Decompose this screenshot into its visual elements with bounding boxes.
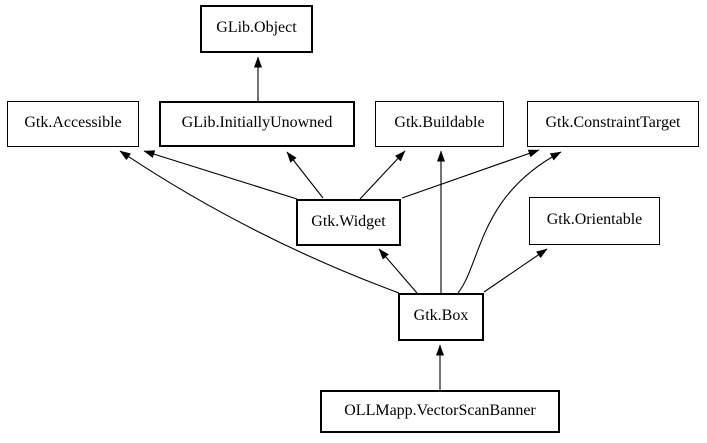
- edge-gtk-widget-to-gtk-constrainttarget: [401, 149, 540, 199]
- node-gtk-buildable: Gtk.Buildable: [375, 101, 504, 147]
- node-gtk-buildable-label: Gtk.Buildable: [394, 114, 485, 131]
- edges-group: [119, 56, 562, 390]
- edge-gtk-box-to-gtk-orientable: [483, 248, 548, 293]
- node-glib-initiallyunowned-label: GLib.InitiallyUnowned: [181, 114, 333, 131]
- node-glib-object-label: GLib.Object: [216, 19, 297, 36]
- node-gtk-constrainttarget: Gtk.ConstraintTarget: [527, 101, 699, 147]
- node-ollmapp-vectorscanbanner: OLLMapp.VectorScanBanner: [320, 390, 560, 433]
- node-gtk-orientable-label: Gtk.Orientable: [546, 211, 643, 228]
- node-gtk-widget-label: Gtk.Widget: [311, 212, 386, 230]
- edge-gtk-widget-to-gtk-buildable: [359, 150, 406, 200]
- edge-gtk-widget-to-gtk-accessible: [143, 150, 298, 200]
- node-gtk-widget: Gtk.Widget: [296, 199, 401, 246]
- edge-gtk-box-to-gtk-widget: [378, 248, 418, 294]
- edge-gtk-box-to-gtk-constrainttarget: [457, 151, 562, 294]
- node-glib-initiallyunowned: GLib.InitiallyUnowned: [159, 101, 355, 147]
- node-ollmapp-vectorscanbanner-label: OLLMapp.VectorScanBanner: [344, 401, 536, 419]
- node-gtk-accessible-label: Gtk.Accessible: [24, 114, 122, 131]
- edge-gtk-box-to-gtk-accessible: [119, 150, 400, 294]
- node-gtk-box: Gtk.Box: [398, 293, 484, 341]
- node-gtk-accessible: Gtk.Accessible: [7, 101, 139, 147]
- node-gtk-box-label: Gtk.Box: [413, 307, 469, 324]
- node-gtk-orientable: Gtk.Orientable: [529, 197, 660, 245]
- node-glib-object: GLib.Object: [200, 5, 313, 53]
- node-gtk-constrainttarget-label: Gtk.ConstraintTarget: [545, 114, 681, 131]
- edge-gtk-widget-to-glib-initiallyunowned: [286, 151, 324, 199]
